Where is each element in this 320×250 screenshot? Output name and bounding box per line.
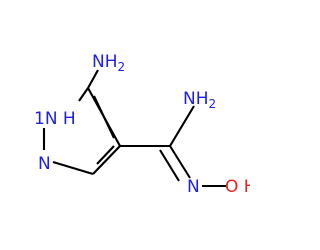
- oxime-n-label: N: [187, 177, 200, 197]
- bond-c5-c4-double-inner: [93, 95, 115, 139]
- ring-n-label: N: [38, 154, 51, 174]
- bond-n2-c3-single: [52, 160, 94, 176]
- amidine-nh2-label: NH2: [183, 89, 216, 111]
- chemical-structure: NH2 NH2 1N H N N O H: [34, 52, 250, 197]
- hydroxyl-label: O H: [225, 177, 250, 197]
- bond-c3-c4-double-inner: [96, 145, 115, 165]
- bond-camidine-n-inner: [159, 149, 180, 182]
- ring-nh-label: 1N H: [34, 109, 76, 129]
- bond-c5-nh2: [87, 69, 99, 89]
- bond-c3-c4-double-outer: [92, 145, 121, 175]
- amino-nh2-label: NH2: [92, 52, 125, 74]
- bond-camidine-nh2: [169, 105, 195, 147]
- bond-c5-nh1: [78, 87, 89, 102]
- bond-camidine-n-outer: [169, 145, 191, 179]
